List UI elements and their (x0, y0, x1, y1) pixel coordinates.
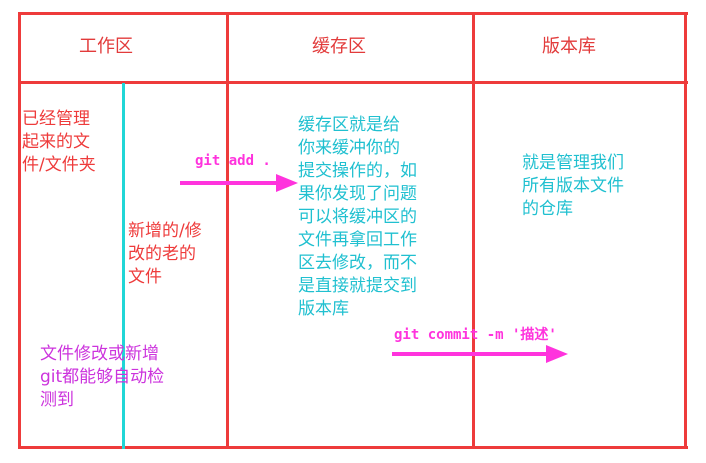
git-commit-arrow (392, 345, 568, 363)
header-repository: 版本库 (542, 36, 596, 57)
header-staging-area: 缓存区 (312, 36, 366, 57)
right-border (684, 12, 687, 449)
staging-repository-divider (472, 12, 475, 449)
top-border (18, 12, 688, 15)
git-add-arrow (180, 174, 298, 192)
repository-description: 就是管理我们 所有版本文件 的仓库 (522, 153, 624, 219)
left-border (18, 12, 21, 449)
working-area-split-line (122, 83, 125, 449)
staging-description: 缓存区就是给 你来缓冲你的 提交操作的，如 果你发现了问题 可以将缓冲区的 文件… (298, 115, 417, 319)
git-commit-command: git commit -m '描述' (394, 327, 557, 343)
git-add-command: git add . (195, 153, 271, 169)
bottom-border (18, 446, 688, 449)
header-separator (18, 81, 688, 84)
working-staging-divider (226, 12, 229, 449)
header-working-area: 工作区 (79, 36, 133, 57)
new-modified-files-text: 新增的/修 改的老的 文件 (128, 221, 202, 287)
auto-detect-text: 文件修改或新增 git都能够自动检 测到 (40, 344, 165, 410)
tracked-files-text: 已经管理 起来的文 件/文件夹 (22, 109, 96, 175)
